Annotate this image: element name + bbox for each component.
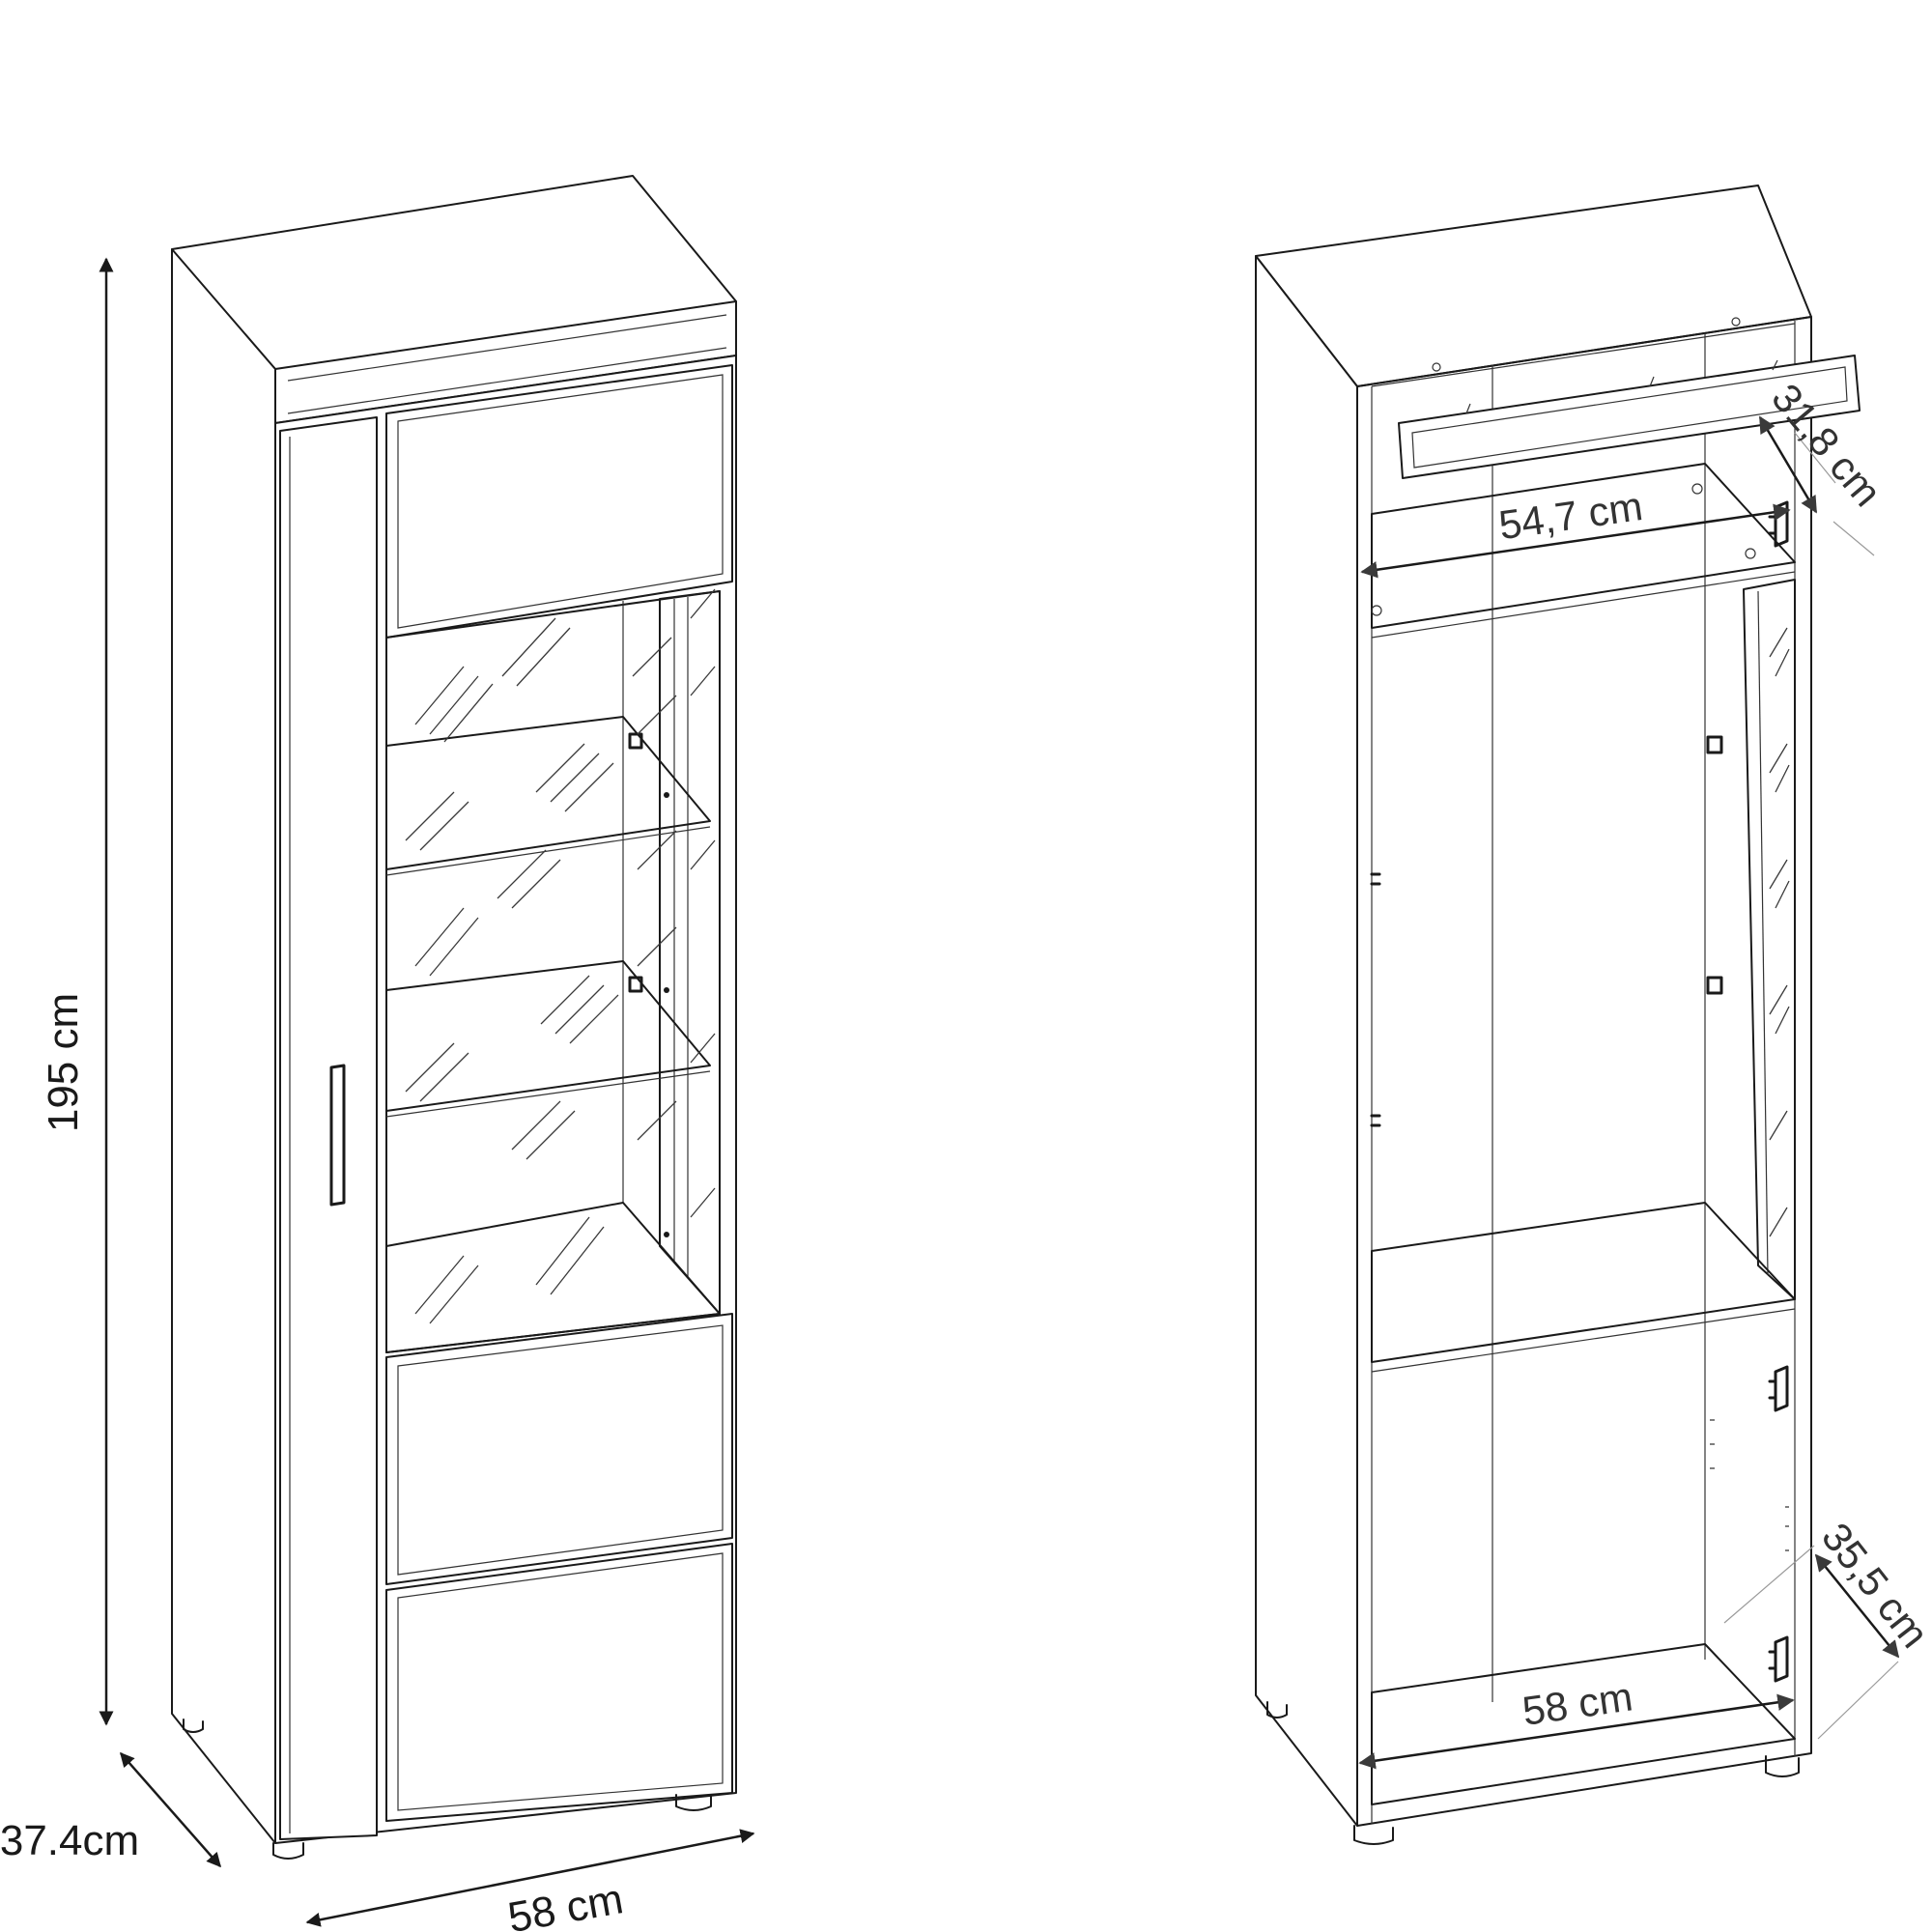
shelf-pin-2 <box>628 976 643 993</box>
bracket-1 <box>1706 735 1723 754</box>
shelf-hole-3 <box>1371 605 1382 616</box>
depth-dimension-line <box>120 1751 221 1868</box>
bottom-depth-ext-2 <box>1817 1661 1899 1740</box>
hinge-upper <box>1768 500 1789 548</box>
screw-hole-2 <box>1731 317 1741 327</box>
hinge-lower-1 <box>1768 1365 1789 1412</box>
screw-hole-1 <box>1432 362 1441 372</box>
middle-shelf <box>1371 1202 1796 1363</box>
left-dimensions: 195 cm 37.4cm 58 cm <box>0 257 755 1932</box>
right-glass-reflections <box>1769 627 1790 1237</box>
right-cabinet-top <box>1255 185 1812 387</box>
hinge-dot-2 <box>664 987 669 993</box>
left-cabinet <box>171 175 737 1860</box>
right-foot-front-left <box>1353 1825 1394 1845</box>
foot-front-left <box>272 1842 304 1860</box>
top-back-edge <box>1371 323 1796 387</box>
height-label: 195 cm <box>40 993 87 1132</box>
shelf-hole-2 <box>1745 548 1756 559</box>
left-cabinet-side <box>171 248 276 1844</box>
hole-marks <box>1710 1419 1789 1551</box>
upper-shelf <box>1371 463 1796 629</box>
door-handle[interactable] <box>329 1064 346 1207</box>
drawer-panel-2-inner <box>397 1552 724 1811</box>
glass-compartment <box>385 588 721 1353</box>
detached-cornice-inner <box>1411 366 1848 469</box>
upper-panel <box>385 364 733 639</box>
depth-label: 37.4cm <box>0 1817 139 1864</box>
right-foot-front-right <box>1765 1755 1800 1777</box>
shelf-hole-1 <box>1691 483 1703 495</box>
width-dimension-line <box>305 1829 755 1927</box>
upper-panel-inner <box>397 374 724 629</box>
right-foot-back-left <box>1266 1701 1288 1719</box>
shelf-pin-1 <box>628 732 643 750</box>
glass-shelf-1 <box>385 716 711 870</box>
bottom-depth-dimension-line <box>1814 1553 1900 1659</box>
glass-bottom <box>385 1202 721 1353</box>
left-door-stile <box>279 416 378 1840</box>
bottom-width-dimension-line <box>1358 1693 1795 1770</box>
bottom-depth-label: 35,5 cm <box>1813 1515 1932 1657</box>
glass-shelf-1-edge <box>385 826 711 876</box>
width-label: 58 cm <box>504 1875 627 1932</box>
top-depth-ext-2 <box>1833 521 1875 556</box>
cornice-inner-line-top <box>287 314 727 382</box>
glass-shelf-2 <box>385 960 711 1112</box>
right-dimensions: 54,7 cm 31,8 cm 35,5 cm 58 cm <box>1358 375 1932 1770</box>
drawer-panel-1-inner <box>397 1324 724 1576</box>
foot-front-right <box>675 1794 712 1811</box>
right-cabinet-side <box>1255 255 1358 1827</box>
bottom-depth-ext-1 <box>1723 1545 1815 1624</box>
drawer-panel-2 <box>385 1543 733 1822</box>
hinge-lower-2 <box>1768 1635 1789 1683</box>
glass-reflections <box>405 588 716 1324</box>
pin-left-1 <box>1370 872 1381 886</box>
hinge-dot-3 <box>664 1232 669 1237</box>
inner-width-dimension-line <box>1360 503 1791 579</box>
right-carcass-front <box>1356 316 1812 1827</box>
cornice-dowels <box>1465 359 1778 414</box>
cornice-inner-line-bottom <box>287 347 727 414</box>
middle-shelf-edge <box>1371 1308 1796 1373</box>
glass-shelf-2-edge <box>385 1070 711 1118</box>
right-glass-edge <box>1757 590 1769 1276</box>
pin-left-2 <box>1370 1114 1381 1127</box>
top-depth-dimension-line <box>1758 415 1818 514</box>
right-glass-panel <box>1743 579 1796 1300</box>
bracket-2 <box>1706 976 1723 995</box>
drawer-panel-1 <box>385 1313 733 1585</box>
right-cabinet <box>1255 185 1861 1845</box>
foot-back-left <box>183 1719 204 1733</box>
detached-cornice <box>1398 355 1861 479</box>
upper-shelf-edge <box>1371 571 1796 639</box>
hinge-dot-1 <box>664 792 669 798</box>
